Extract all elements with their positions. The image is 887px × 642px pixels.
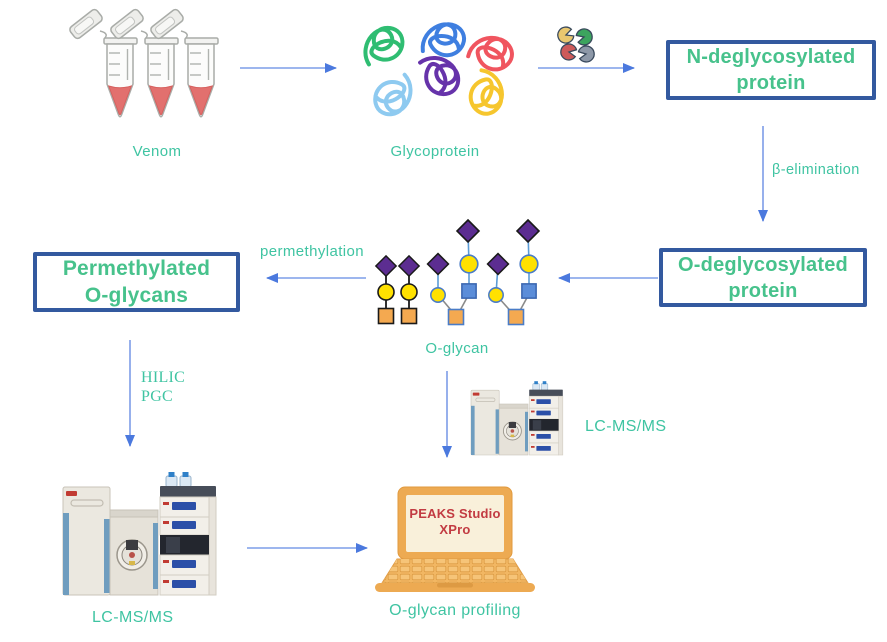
o-glycan-structure-icon	[375, 219, 540, 326]
label-glycoprotein: Glycoprotein	[390, 143, 480, 160]
node-n-deglycosylated-protein: N-deglycosylated protein	[666, 40, 876, 100]
node-o-deglycosylated-protein: O-deglycosylated protein	[659, 248, 867, 307]
glycoprotein-tangle-icon	[359, 16, 520, 121]
laptop-icon	[375, 486, 535, 592]
label-lcmsms-bottom: LC-MS/MS	[92, 609, 174, 626]
label-o-glycan-profiling: O-glycan profiling	[389, 602, 521, 619]
label-hilic-pgc: HILIC PGC	[141, 369, 186, 405]
enzymes-pacman-icon	[554, 24, 597, 64]
label-beta-elimination: β-elimination	[772, 162, 860, 178]
node-permethylated-o-glycans: Permethylated O-glycans	[33, 252, 240, 312]
label-permethylation: permethylation	[260, 243, 364, 260]
venom-tubes-icon	[67, 7, 219, 118]
label-o-glycan: O-glycan	[425, 340, 489, 357]
laptop-screen-software-name: PEAKS Studio XPro	[409, 506, 501, 538]
lc-msms-instrument-small-icon	[470, 380, 564, 456]
label-venom: Venom	[132, 143, 182, 160]
label-lcmsms-middle: LC-MS/MS	[585, 418, 667, 435]
lc-msms-instrument-icon	[62, 471, 217, 596]
